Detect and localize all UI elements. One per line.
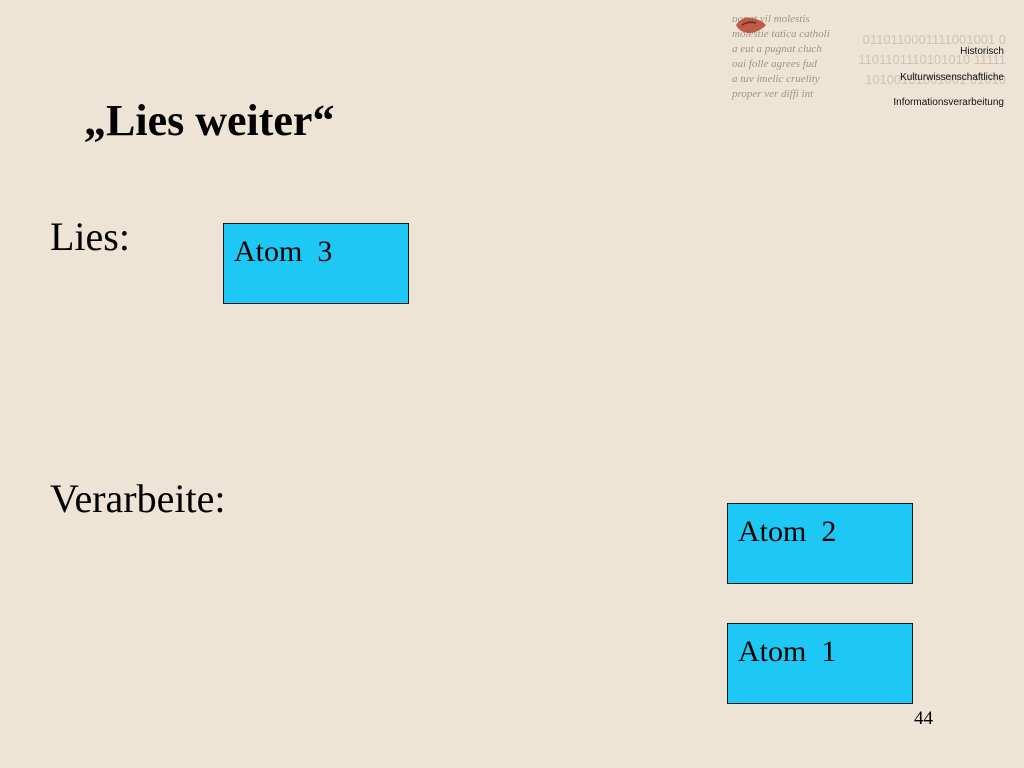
manuscript-line: oui folle agrees fud bbox=[732, 58, 817, 70]
atom-2-box: Atom 2 bbox=[727, 503, 913, 584]
binary-line: 0110110001111001001 0 bbox=[862, 32, 1006, 47]
atom-1-box: Atom 1 bbox=[727, 623, 913, 704]
binary-watermark: 0110110001111001001 0 1101101110101010 1… bbox=[820, 30, 1006, 90]
slide-title: „Lies weiter“ bbox=[84, 96, 335, 145]
manuscript-line: a tuv imelic cruelity bbox=[732, 73, 820, 85]
atom-3-box: Atom 3 bbox=[223, 223, 409, 304]
illuminated-initial-icon bbox=[736, 17, 766, 33]
logo-line-informationsverarbeitung: Informationsverarbeitung bbox=[893, 97, 1004, 108]
logo-line-historisch: Historisch bbox=[960, 46, 1004, 57]
process-label: Verarbeite: bbox=[50, 476, 226, 521]
binary-line: 10100101001001 01010 bbox=[865, 72, 1006, 87]
binary-line: 1101101110101010 11111 bbox=[858, 52, 1006, 67]
manuscript-line: proper ver diffi int bbox=[732, 88, 814, 100]
logo-line-kulturwissenschaftliche: Kulturwissenschaftliche bbox=[900, 72, 1004, 83]
read-label: Lies: bbox=[50, 214, 130, 259]
hki-logo: ᴅonat vil molestis molestie tatica catho… bbox=[732, 12, 1012, 112]
page-number: 44 bbox=[914, 708, 933, 729]
manuscript-line: a eut a pugnat cluch bbox=[732, 43, 822, 55]
